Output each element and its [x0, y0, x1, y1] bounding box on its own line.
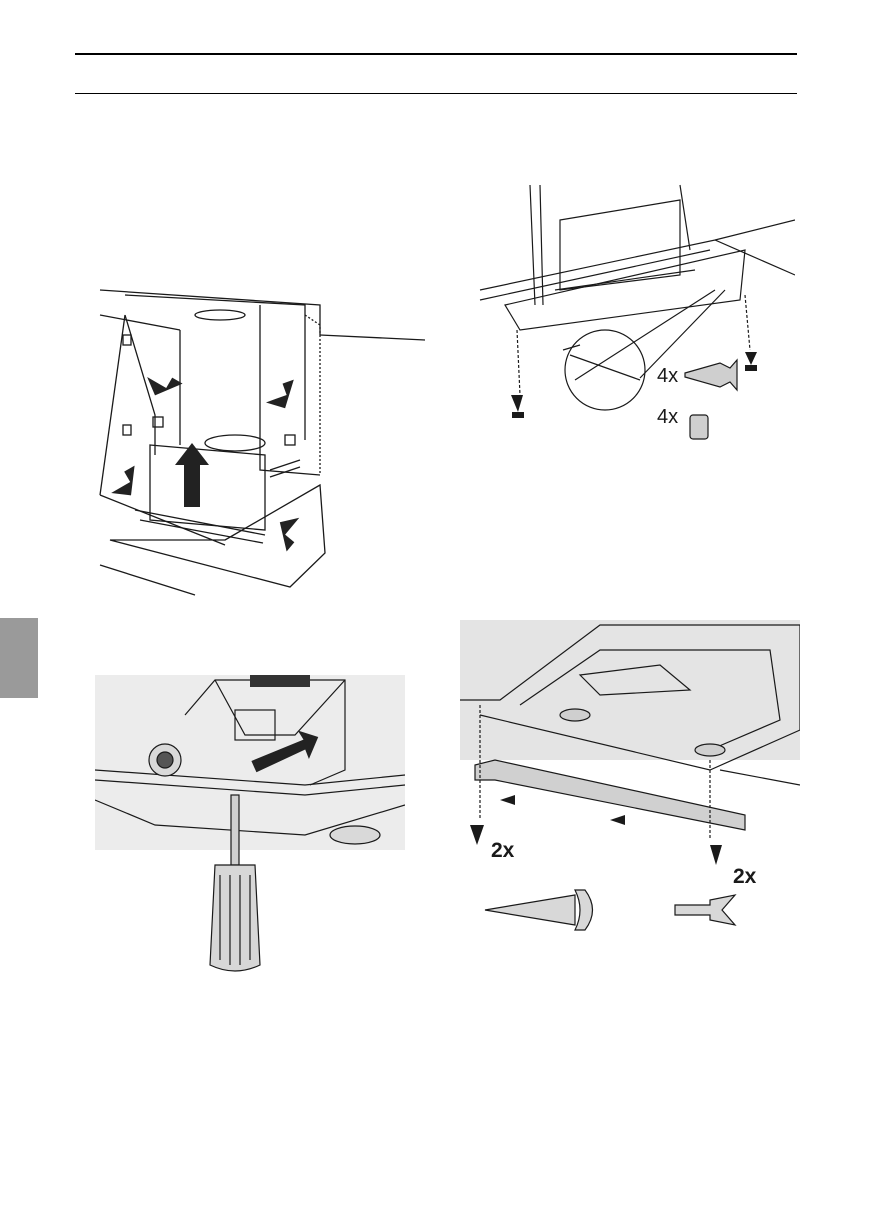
screw-quantity-label: 4x [657, 365, 678, 388]
fig-release-screwdriver [95, 675, 405, 980]
fig-attach-strip: 2x 2x [460, 620, 800, 950]
header-rule-top [75, 53, 797, 55]
fig-remove-unit [95, 285, 425, 600]
cap-quantity-label: 4x [657, 406, 678, 429]
chapter-tab [0, 618, 38, 698]
left-screw-quantity-label: 2x [491, 839, 514, 863]
header-rule-bottom [75, 93, 797, 94]
right-screw-quantity-label: 2x [733, 865, 756, 889]
fig-mount-hood: 4x 4x [475, 180, 795, 440]
